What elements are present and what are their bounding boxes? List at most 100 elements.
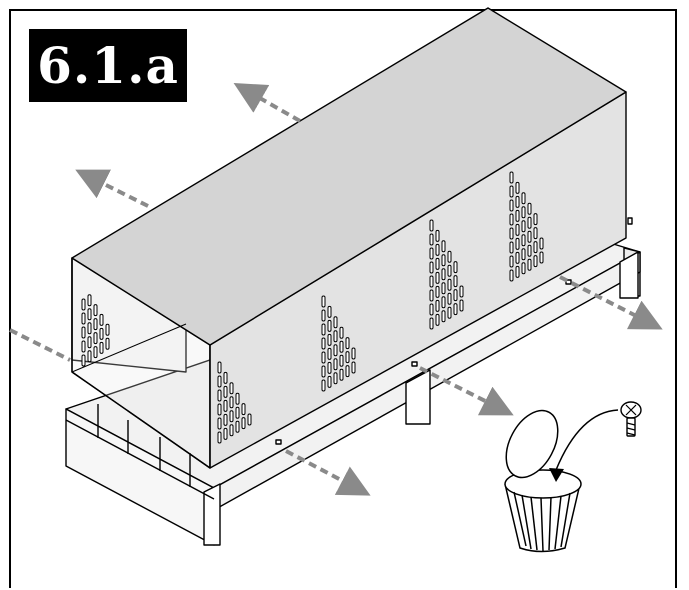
vent-slot (321, 295, 326, 308)
vent-slot (447, 250, 452, 263)
vent-slot (223, 371, 228, 384)
discard-arrow (549, 409, 619, 482)
casing (71, 7, 633, 469)
vent-slot (459, 285, 464, 298)
vent-slot (327, 347, 332, 360)
vent-slot (441, 268, 446, 281)
vent-slot (229, 396, 234, 409)
vent-slot (327, 361, 332, 374)
vent-slot (533, 227, 538, 240)
vent-slot (321, 323, 326, 336)
vent-slot (217, 375, 222, 388)
removal-arrow-icon (559, 275, 663, 330)
vent-slot (81, 312, 86, 325)
vent-slot (81, 298, 86, 311)
pallet-leg-back (619, 251, 639, 299)
vent-slot (509, 255, 514, 268)
vent-slot (93, 346, 98, 359)
vent-slot (441, 310, 446, 323)
vent-slot (429, 261, 434, 274)
vent-slot (447, 264, 452, 277)
vent-slot (235, 406, 240, 419)
vent-slot (509, 227, 514, 240)
vent-slot (435, 299, 440, 312)
vent-slot (351, 347, 356, 360)
vent-slot (223, 385, 228, 398)
vent-slot (99, 327, 104, 340)
vent-slot (339, 354, 344, 367)
vent-slot (527, 216, 532, 229)
vent-slot (435, 229, 440, 242)
vent-slot (217, 389, 222, 402)
vent-slot (533, 241, 538, 254)
vent-slot (217, 417, 222, 430)
vent-slot (435, 313, 440, 326)
vent-slot (429, 275, 434, 288)
removal-arrows (9, 83, 663, 496)
vent-slot (527, 244, 532, 257)
vent-slot (515, 251, 520, 264)
vent-slot (429, 247, 434, 260)
vent-slot (321, 309, 326, 322)
vent-slot (447, 278, 452, 291)
vent-slot (345, 337, 350, 350)
vent-slot (441, 240, 446, 253)
vent-slot (345, 365, 350, 378)
vent-slot (229, 410, 234, 423)
vent-slot (93, 318, 98, 331)
vent-slot (87, 322, 92, 335)
vent-slot (515, 237, 520, 250)
vent-slot (105, 337, 110, 350)
vent-slot (321, 337, 326, 350)
vent-slot (453, 289, 458, 302)
vent-slot (441, 254, 446, 267)
vent-slot (321, 379, 326, 392)
vent-slot (435, 243, 440, 256)
vent-slot (217, 361, 222, 374)
vent-slot (429, 317, 434, 330)
removal-arrow-icon (419, 366, 514, 416)
vent-slot (223, 399, 228, 412)
vent-slot (527, 202, 532, 215)
vent-slot (241, 417, 246, 430)
vent-slot (87, 308, 92, 321)
vent-slot (351, 361, 356, 374)
vent-slot (339, 340, 344, 353)
vent-slot (509, 185, 514, 198)
vent-slot (87, 350, 92, 363)
vent-slot (339, 368, 344, 381)
vent-slot (429, 303, 434, 316)
vent-slot (333, 358, 338, 371)
vent-slot (429, 289, 434, 302)
vent-slot (217, 431, 222, 444)
removal-arrow-icon (75, 169, 149, 208)
vent-slot (81, 326, 86, 339)
vent-slot (447, 306, 452, 319)
vent-slot (447, 292, 452, 305)
vent-slot (87, 294, 92, 307)
vent-slot (521, 234, 526, 247)
vent-slot (99, 341, 104, 354)
removal-arrow-icon (9, 328, 71, 362)
vent-slot (521, 220, 526, 233)
pallet-leg-middle (405, 369, 431, 425)
vent-slot (99, 313, 104, 326)
vent-slot (247, 413, 252, 426)
vent-slot (453, 261, 458, 274)
vent-slot (539, 251, 544, 264)
vent-slot (223, 427, 228, 440)
vent-slot (435, 257, 440, 270)
waste-bin-icon (504, 409, 582, 553)
vent-slot (509, 199, 514, 212)
vent-slot (217, 403, 222, 416)
vent-slot (345, 351, 350, 364)
vent-slot (105, 323, 110, 336)
vent-slot (515, 265, 520, 278)
vent-slot (93, 304, 98, 317)
vent-slot (327, 333, 332, 346)
vent-slot (509, 269, 514, 282)
vent-slot (327, 375, 332, 388)
vent-slot (533, 213, 538, 226)
vent-slot (441, 282, 446, 295)
vent-slot (93, 332, 98, 345)
